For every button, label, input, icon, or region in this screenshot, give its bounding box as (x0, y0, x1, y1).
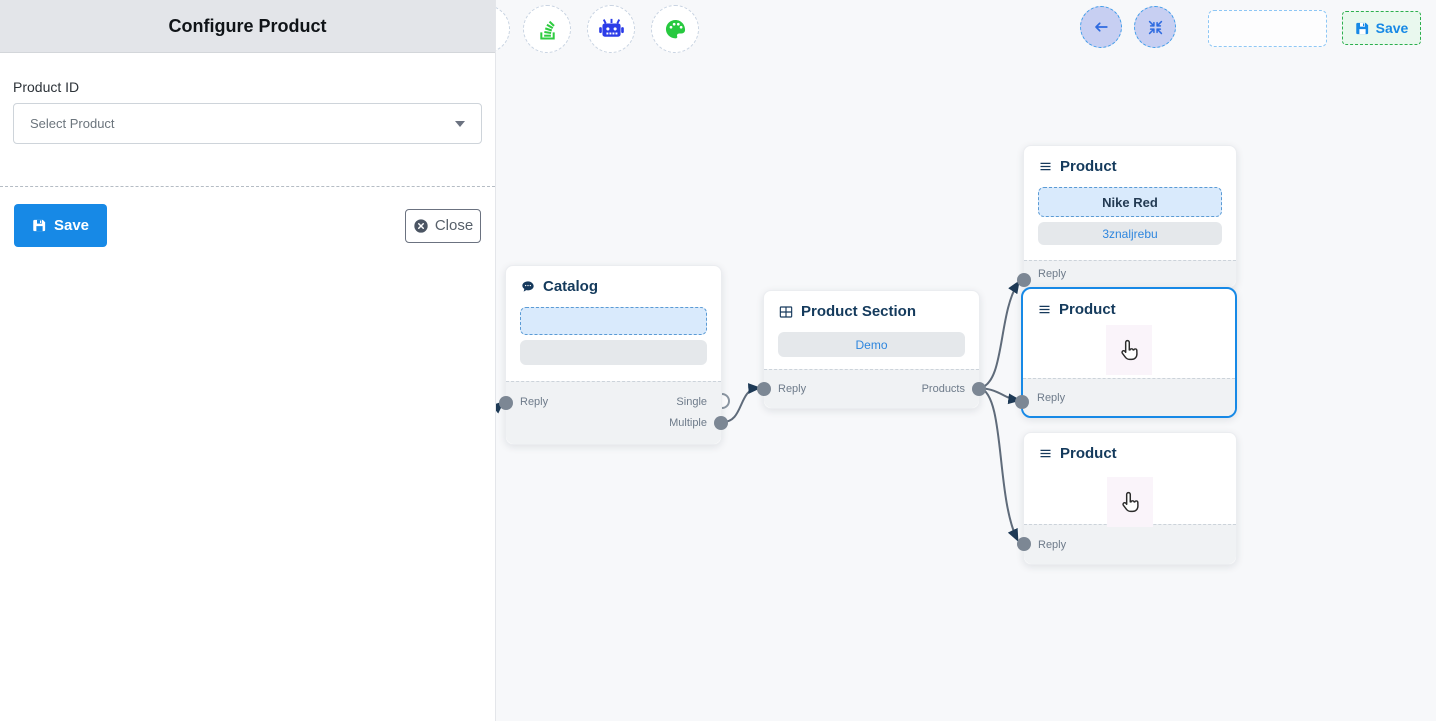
handle-product2-reply[interactable] (1015, 395, 1029, 409)
handle-catalog-multiple[interactable] (714, 416, 728, 430)
node-title-label: Product (1060, 445, 1117, 462)
handle-label-products: Products (921, 383, 965, 395)
node-title-label: Product Section (801, 303, 917, 320)
panel-divider (0, 186, 495, 187)
handle-label-single: Single (676, 395, 707, 408)
product1-selected-field[interactable]: Nike Red (1038, 187, 1222, 217)
node-product-1[interactable]: Product Nike Red 3znaljrebu Reply (1017, 145, 1237, 288)
handle-product3-reply[interactable] (1017, 537, 1031, 551)
chevron-down-icon (455, 120, 465, 127)
toolbar-button-theme[interactable] (651, 5, 699, 53)
panel-header: Configure Product (0, 0, 495, 53)
handle-label-reply: Reply (1037, 391, 1066, 404)
handle-section-reply[interactable] (757, 382, 771, 396)
back-button[interactable] (1080, 6, 1122, 48)
fit-view-icon (1146, 18, 1165, 37)
menu-icon (1038, 159, 1053, 174)
stack-icon (534, 16, 561, 43)
handle-section-products[interactable] (972, 382, 986, 396)
node-title-label: Product (1060, 158, 1117, 175)
bot-icon (597, 15, 626, 44)
node-product-2[interactable]: Product Reply (1015, 287, 1237, 418)
node-product-section[interactable]: Product Section Demo Reply Products (757, 290, 986, 409)
handle-product1-reply[interactable] (1017, 273, 1031, 287)
handle-label-reply: Reply (778, 383, 807, 395)
toolbar-button-partial[interactable] (496, 5, 510, 53)
close-button-label: Close (434, 217, 474, 234)
product-select[interactable]: Select Product (13, 103, 482, 144)
product1-id: 3znaljrebu (1102, 226, 1158, 241)
toolbar-button-bot[interactable] (587, 5, 635, 53)
cursor-placeholder (1107, 477, 1153, 527)
handle-label-reply: Reply (520, 395, 549, 408)
palette-icon (662, 16, 689, 43)
save-icon (32, 218, 47, 233)
handle-label-reply: Reply (1038, 268, 1067, 280)
section-demo-button[interactable]: Demo (778, 332, 965, 357)
save-button[interactable]: Save (14, 204, 107, 247)
catalog-selected-field[interactable] (520, 307, 707, 335)
menu-icon (1037, 302, 1052, 317)
canvas-save-label: Save (1375, 20, 1409, 36)
close-icon (413, 218, 429, 234)
node-title-label: Product (1059, 301, 1116, 318)
product-id-label: Product ID (13, 79, 80, 95)
grid-icon (778, 304, 794, 320)
toolbar-button-flows[interactable] (523, 5, 571, 53)
page-title: Configure Product (168, 15, 327, 36)
section-demo-label: Demo (855, 337, 888, 352)
arrow-left-icon (1091, 17, 1111, 37)
cursor-placeholder (1106, 325, 1152, 375)
chat-bubble-icon (520, 279, 536, 295)
product1-name: Nike Red (1102, 194, 1158, 210)
node-title-label: Catalog (543, 278, 599, 295)
handle-label-multiple: Multiple (669, 416, 707, 429)
fit-view-button[interactable] (1134, 6, 1176, 48)
flow-canvas[interactable]: Save (496, 0, 1436, 721)
product-select-value: Select Product (30, 116, 115, 131)
product1-id-field[interactable]: 3znaljrebu (1038, 222, 1222, 245)
handle-catalog-reply[interactable] (499, 396, 513, 410)
canvas-save-button[interactable]: Save (1342, 11, 1421, 45)
save-icon (1355, 21, 1370, 36)
configure-product-panel: Configure Product Product ID Select Prod… (0, 0, 496, 721)
handle-label-reply: Reply (1038, 538, 1067, 551)
catalog-field[interactable] (520, 340, 707, 365)
node-catalog[interactable]: Catalog Reply Single Multiple (499, 265, 728, 445)
close-button[interactable]: Close (405, 208, 481, 243)
panel-actions: Save Close (0, 204, 495, 247)
save-button-label: Save (53, 217, 90, 234)
menu-icon (1038, 446, 1053, 461)
hand-cursor-icon (1116, 337, 1143, 364)
hand-cursor-icon (1117, 489, 1144, 516)
empty-toolbar-slot[interactable] (1208, 10, 1327, 47)
node-product-3[interactable]: Product Reply (1017, 432, 1237, 565)
